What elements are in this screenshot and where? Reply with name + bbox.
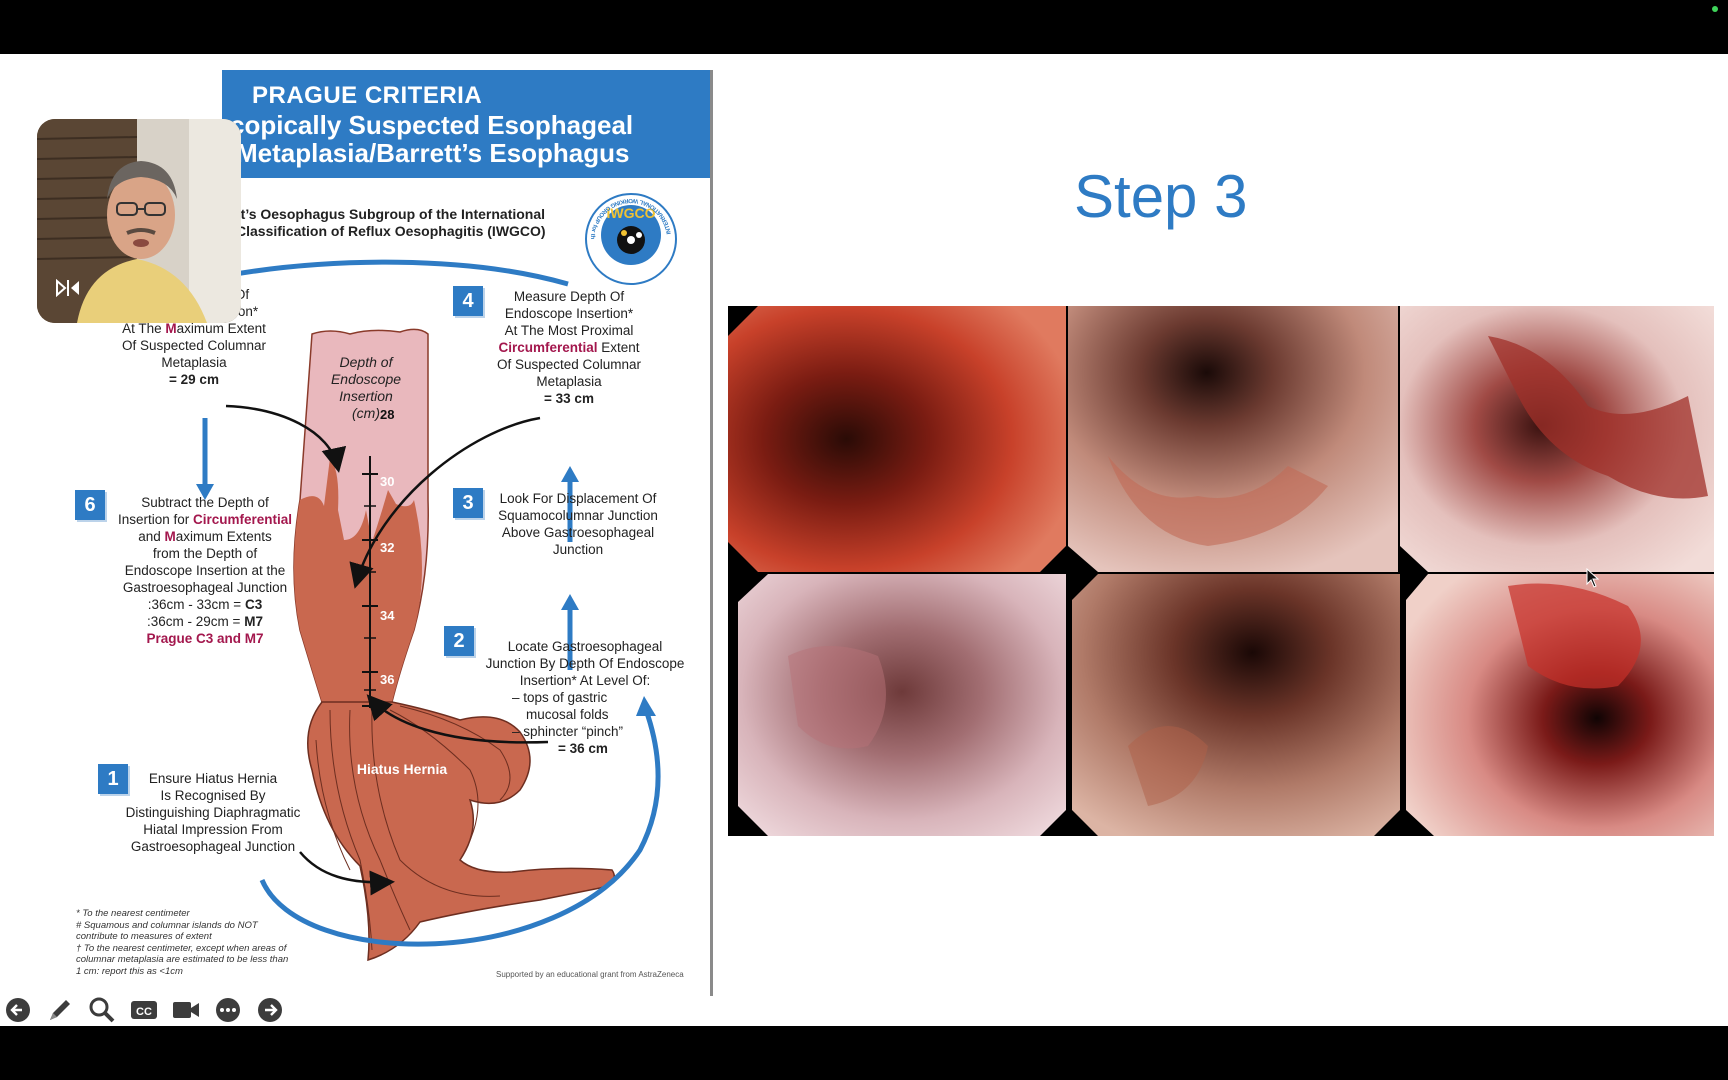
more-icon[interactable]: [214, 996, 242, 1024]
presentation-slide: PRAGUE CRITERIA copically Suspected Esop…: [0, 54, 1728, 1026]
slide-title: Step 3: [1074, 163, 1248, 230]
tick-28: 28: [380, 407, 394, 422]
endoscopy-image-grid: [728, 306, 1714, 836]
prague-criteria-poster: PRAGUE CRITERIA copically Suspected Esop…: [0, 70, 713, 996]
tick-30: 30: [380, 474, 394, 489]
poster-header: PRAGUE CRITERIA copically Suspected Esop…: [222, 70, 710, 178]
arrow-29cm: [225, 404, 347, 473]
pen-icon[interactable]: [46, 996, 74, 1024]
svg-text:CC: CC: [136, 1006, 152, 1018]
tick-36: 36: [380, 672, 394, 687]
video-camera-icon[interactable]: [172, 996, 200, 1024]
arrow-36cm: [366, 694, 549, 744]
step-1-badge: 1: [98, 764, 128, 794]
search-icon[interactable]: [88, 996, 116, 1024]
endoscopy-image-5: [1072, 574, 1400, 836]
mouse-cursor-icon: [1586, 568, 1600, 588]
step-3-text: Look For Displacement Of Squamocolumnar …: [498, 491, 658, 557]
back-arrow-icon[interactable]: [4, 996, 32, 1024]
blue-arrow-1-to-2: [259, 709, 661, 947]
depth-label-1: Depth of: [340, 354, 395, 370]
poster-title: PRAGUE CRITERIA: [252, 82, 483, 109]
depth-label-2: Endoscope: [331, 371, 401, 387]
step-1-text: Ensure Hiatus Hernia Is Recognised By Di…: [125, 771, 301, 854]
step-4-badge: 4: [453, 286, 483, 316]
arrow-33cm: [349, 416, 541, 589]
webcam-video[interactable]: [37, 119, 241, 323]
mirror-icon[interactable]: [55, 279, 81, 297]
tick-32: 32: [380, 540, 394, 555]
presentation-toolbar: CC: [0, 992, 300, 1026]
tick-34: 34: [380, 608, 395, 623]
endoscopy-image-1: [728, 306, 1066, 572]
hiatus-hernia-label: Hiatus Hernia: [357, 761, 447, 777]
step-4-text: Measure Depth Of Endoscope Insertion* At…: [496, 289, 642, 406]
step-6-badge: 6: [75, 490, 105, 520]
poster-subgroup: tt’s Oesophagus Subgroup of the Internat…: [236, 206, 546, 239]
hiatus-hernia-shape: [307, 701, 615, 962]
iwgco-logo: IWGCO INTERNATIONAL WORKING GROUP for th…: [584, 192, 677, 285]
step-2-text: Locate Gastroesophageal Junction By Dept…: [485, 639, 685, 756]
depth-label-4: (cm): [352, 405, 380, 421]
step-2-badge: 2: [444, 626, 474, 656]
endoscopy-image-4: [738, 574, 1066, 836]
depth-label-3: Insertion: [339, 388, 393, 404]
blue-arrow-4-to-5: [211, 259, 569, 287]
esophagus-diagram: 28 30 32 34 36 Depth of Endoscope Insert…: [196, 259, 661, 962]
poster-title-line2: copically Suspected Esophageal: [230, 110, 634, 140]
forward-arrow-icon[interactable]: [256, 996, 284, 1024]
grant-text: Supported by an educational grant from A…: [496, 970, 684, 979]
poster-title-line3: Metaplasia/Barrett’s Esophagus: [236, 138, 630, 168]
cc-icon[interactable]: CC: [130, 996, 158, 1024]
step-3-badge: 3: [453, 488, 483, 518]
status-dot: [1712, 6, 1718, 12]
svg-text:IWGCO: IWGCO: [607, 205, 656, 221]
poster-footnotes: * To the nearest centimeter # Squamous a…: [76, 908, 289, 977]
step-6-text: Subtract the Depth of Insertion for Circ…: [117, 495, 293, 646]
arrow-hiatus: [299, 851, 395, 896]
